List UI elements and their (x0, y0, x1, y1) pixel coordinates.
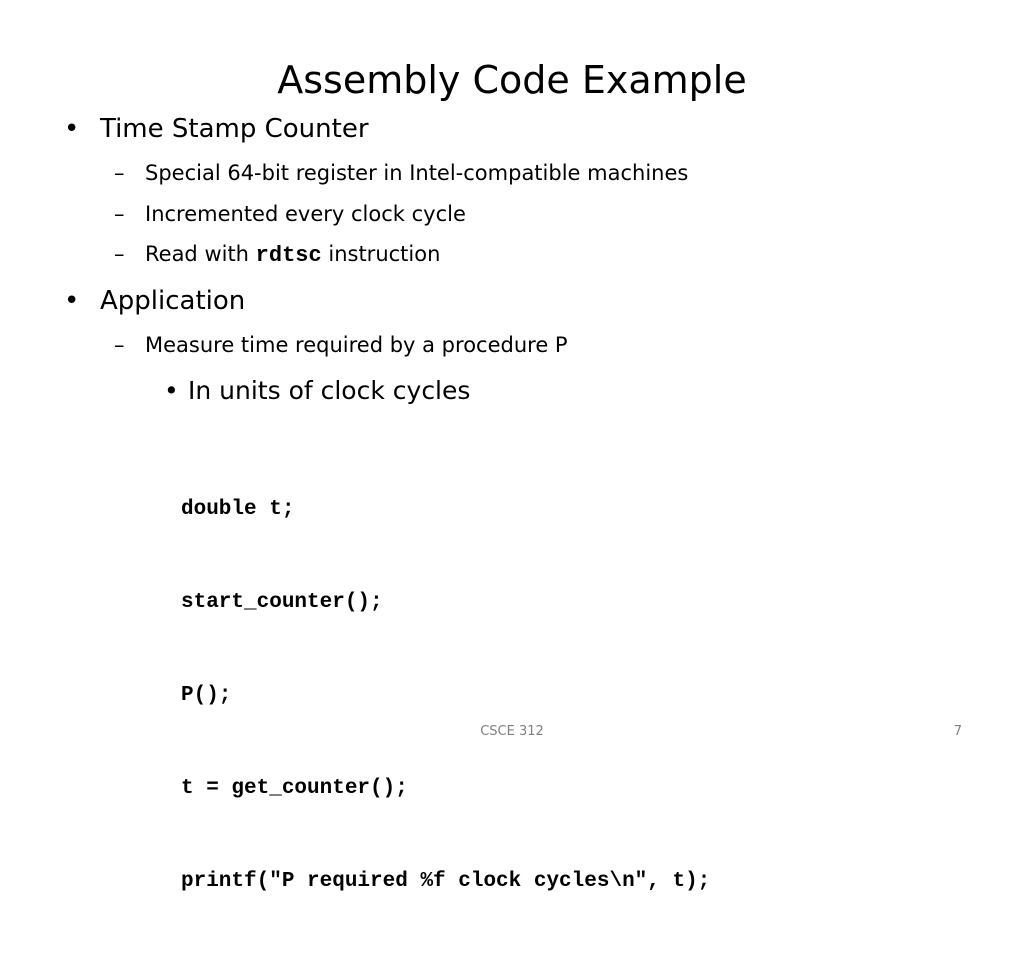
bullet-text: Time Stamp Counter (100, 114, 369, 144)
inline-code-rdtsc: rdtsc (255, 243, 322, 268)
slide: Assembly Code Example • Time Stamp Counte… (64, 58, 962, 893)
sub-bullet-marker: – (114, 242, 125, 266)
sub-bullet-incremented: –Incremented every clock cycle (114, 199, 466, 229)
sub-bullet-marker: – (114, 333, 125, 357)
slide-title: Assembly Code Example (277, 58, 747, 102)
bullet-marker: • (64, 114, 80, 144)
sub-bullet-marker: – (114, 161, 125, 185)
footer-course: CSCE 312 (480, 724, 544, 739)
bullet-application: • Application (64, 283, 245, 319)
sub-bullet-special-register: –Special 64-bit register in Intel-compat… (114, 158, 688, 188)
code-block: double t; start_counter(); P(); t = get_… (181, 432, 710, 959)
code-line: double t; (181, 498, 295, 521)
bullet-time-stamp-counter: • Time Stamp Counter (64, 111, 369, 147)
sub-bullet-text-after: instruction (321, 242, 441, 266)
sub-bullet-text-before: Read with (145, 242, 256, 266)
sub-bullet-marker: – (114, 202, 125, 226)
sub-sub-bullet-units: • In units of clock cycles (164, 374, 470, 408)
sub-bullet-read-with: –Read with rdtsc instruction (114, 239, 440, 271)
sub-bullet-measure-time: –Measure time required by a procedure P (114, 330, 568, 360)
bullet-text: Application (100, 286, 246, 316)
sub-sub-bullet-text: In units of clock cycles (188, 376, 471, 405)
code-line: P(); (181, 684, 232, 707)
bullet-marker: • (64, 286, 80, 316)
code-line: printf("P required %f clock cycles\n", t… (181, 870, 711, 893)
code-line: start_counter(); (181, 591, 383, 614)
code-line: t = get_counter(); (181, 777, 408, 800)
sub-bullet-text: Special 64-bit register in Intel-compati… (145, 161, 689, 185)
sub-bullet-text: Measure time required by a procedure P (145, 333, 568, 357)
sub-sub-bullet-marker: • (164, 376, 179, 405)
sub-bullet-text: Incremented every clock cycle (145, 202, 466, 226)
footer-page-number: 7 (953, 724, 962, 739)
